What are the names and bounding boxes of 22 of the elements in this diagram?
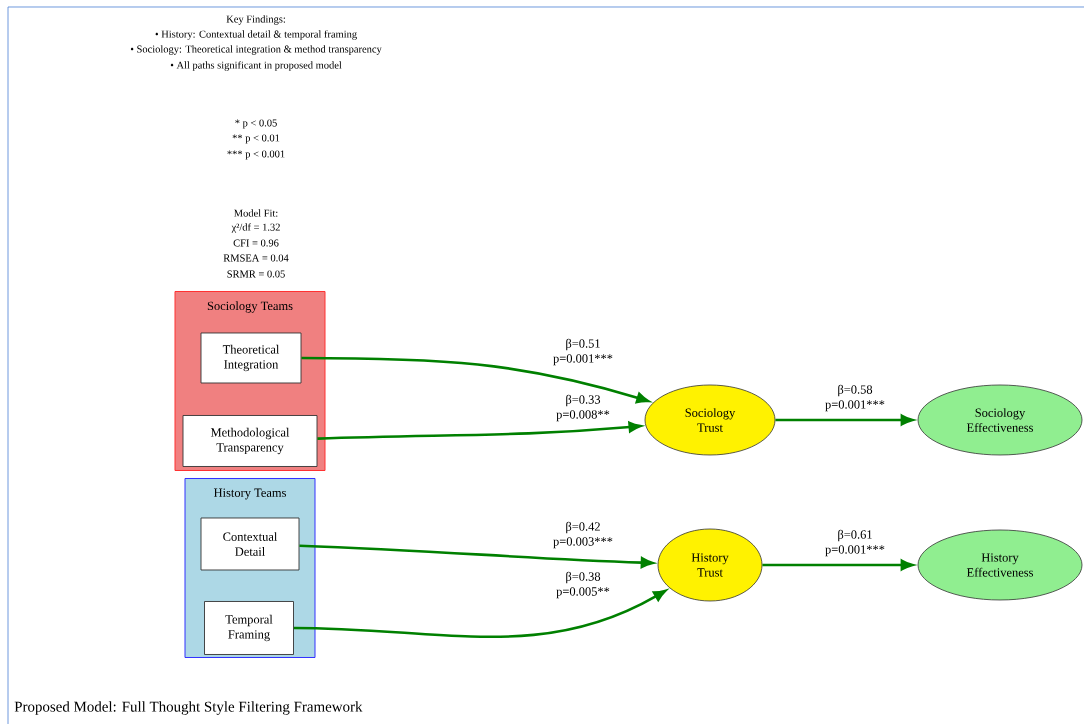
note-text: • All paths significant in proposed model [170, 61, 342, 71]
variable-box: Methodological Transparency [182, 415, 318, 467]
note-text: • Sociology: Theoretical integration & method transparency [130, 45, 382, 55]
variable-box: Theoretical Integration [200, 332, 302, 384]
note-text: * p < 0.05 [235, 119, 277, 129]
note-text: CFI = 0.96 [233, 239, 279, 247]
note-text: *** p < 0.001 [227, 150, 285, 160]
arrow [293, 589, 667, 639]
note-text: Model Fit: [234, 209, 278, 217]
edge-label: β=0.58 p=0.001*** [825, 384, 885, 412]
caption: Proposed Model: Full Thought Style Filtering Framework [14, 701, 363, 715]
edge-label: β=0.61 p=0.001*** [825, 529, 885, 557]
variable-box: Temporal Framing [204, 601, 294, 655]
variable-box: Contextual Detail [200, 517, 300, 571]
edge-label: β=0.38 p=0.005** [556, 571, 610, 599]
note-text: RMSEA = 0.04 [223, 254, 289, 262]
note-text: SRMR = 0.05 [227, 270, 285, 278]
note-text: ** p < 0.01 [232, 134, 280, 144]
note-text: χ²/df = 1.32 [231, 223, 280, 233]
note-text: Key Findings: [226, 15, 285, 25]
edge-label: β=0.42 p=0.003*** [553, 521, 613, 549]
note-text: • History: Contextual detail & temporal framing [155, 30, 357, 40]
